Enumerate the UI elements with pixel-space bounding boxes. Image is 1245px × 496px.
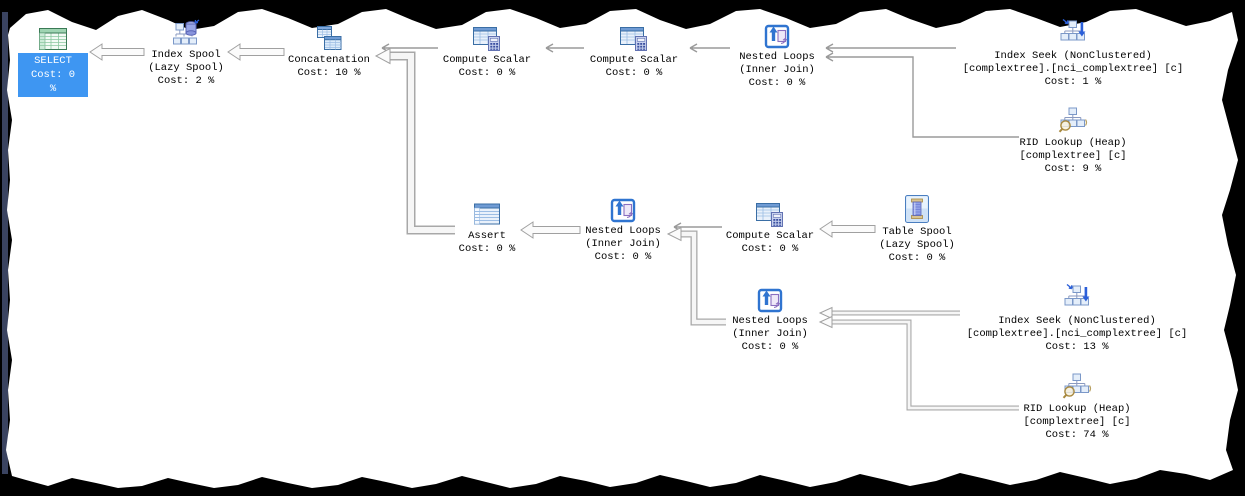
plan-node-index-spool[interactable]: Index Spool (Lazy Spool) Cost: 2 % <box>136 19 236 88</box>
node-cost-line: Cost: 9 % <box>1044 163 1102 175</box>
node-label-line: Index Seek (NonClustered) <box>998 315 1156 327</box>
edge-nested-loops1-to-compute-scalar2[interactable] <box>689 43 730 53</box>
plan-node-compute-scalar-3[interactable]: Compute Scalar Cost: 0 % <box>715 202 825 256</box>
plan-node-concatenation[interactable]: Concatenation Cost: 10 % <box>274 24 384 80</box>
assert-table-icon <box>474 203 500 225</box>
rid-lookup-icon <box>1058 107 1088 133</box>
nested-loops-icon <box>764 24 790 49</box>
node-label-line: Table Spool <box>882 226 952 238</box>
edge-nested-loops2-to-assert[interactable] <box>520 221 581 239</box>
plan-node-rid-lookup-2[interactable]: RID Lookup (Heap) [complextree] [c] Cost… <box>957 371 1197 442</box>
edge-index-seek2-to-nested-loops3[interactable] <box>818 306 960 320</box>
edge-rid-lookup1-to-nested-loops1[interactable] <box>825 52 1019 138</box>
node-label-line: Concatenation <box>288 54 370 66</box>
result-grid-icon <box>39 28 67 50</box>
node-label-line: Nested Loops <box>732 315 808 327</box>
compute-scalar-icon <box>620 27 647 51</box>
node-label-line: SELECT <box>34 55 72 67</box>
node-label-line: RID Lookup (Heap) <box>1019 137 1127 149</box>
node-cost-line: Cost: 13 % <box>1045 341 1109 353</box>
node-cost-line: Cost: 0 % <box>30 69 76 95</box>
index-seek-icon <box>1060 18 1086 41</box>
node-cost-line: Cost: 0 % <box>741 341 799 353</box>
node-object-line: [complextree] [c] <box>1023 416 1131 428</box>
node-cost-line: Cost: 0 % <box>748 77 806 89</box>
node-cost-line: Cost: 0 % <box>741 243 799 255</box>
plan-node-nested-loops-3[interactable]: Nested Loops (Inner Join) Cost: 0 % <box>720 285 820 354</box>
edge-index-spool-to-select[interactable] <box>89 43 145 61</box>
node-cost-line: Cost: 74 % <box>1045 429 1109 441</box>
concatenation-icon <box>317 26 342 50</box>
nested-loops-icon <box>757 288 783 313</box>
edge-assert-to-concatenation[interactable] <box>374 47 455 235</box>
node-label-line: Index Seek (NonClustered) <box>994 50 1152 62</box>
node-label-line: (Lazy Spool) <box>148 62 224 74</box>
node-object-line: [complextree].[nci_complextree] [c] <box>962 63 1184 75</box>
node-cost-line: Cost: 0 % <box>458 67 516 79</box>
node-label-line: (Inner Join) <box>739 64 815 76</box>
node-label-line: Assert <box>468 230 506 242</box>
node-label-line: Nested Loops <box>739 51 815 63</box>
node-label-line: Compute Scalar <box>589 54 679 66</box>
plan-node-compute-scalar-2[interactable]: Compute Scalar Cost: 0 % <box>579 26 689 80</box>
node-cost-line: Cost: 10 % <box>297 67 361 79</box>
plan-node-table-spool[interactable]: Table Spool (Lazy Spool) Cost: 0 % <box>862 194 972 265</box>
node-object-line: [complextree] [c] <box>1019 150 1127 162</box>
index-spool-icon <box>173 19 200 45</box>
select-highlight-label: SELECT Cost: 0 % <box>18 53 88 97</box>
node-label-line: Compute Scalar <box>442 54 532 66</box>
node-cost-line: Cost: 0 % <box>458 243 516 255</box>
torn-edge-shading <box>2 12 8 474</box>
edge-rid-lookup2-to-nested-loops3[interactable] <box>818 315 1019 411</box>
rid-lookup-icon <box>1062 373 1092 399</box>
compute-scalar-icon <box>473 27 500 51</box>
edge-index-seek1-to-nested-loops1[interactable] <box>825 43 956 53</box>
plan-node-index-seek-1[interactable]: Index Seek (NonClustered) [complextree].… <box>953 18 1193 89</box>
index-seek-icon <box>1064 283 1090 306</box>
node-label-line: Nested Loops <box>585 225 661 237</box>
edge-nested-loops3-to-nested-loops2[interactable] <box>666 226 726 326</box>
node-cost-line: Cost: 0 % <box>888 252 946 264</box>
plan-node-assert[interactable]: Assert Cost: 0 % <box>432 202 542 256</box>
node-label-line: (Lazy Spool) <box>879 239 955 251</box>
node-label-line: Index Spool <box>151 49 221 61</box>
plan-node-nested-loops-1[interactable]: Nested Loops (Inner Join) Cost: 0 % <box>727 21 827 90</box>
nested-loops-icon <box>610 198 636 223</box>
compute-scalar-icon <box>756 203 783 227</box>
node-label-line: RID Lookup (Heap) <box>1023 403 1131 415</box>
node-cost-line: Cost: 0 % <box>605 67 663 79</box>
plan-node-index-seek-2[interactable]: Index Seek (NonClustered) [complextree].… <box>957 283 1197 354</box>
table-spool-icon <box>905 195 929 223</box>
edge-table-spool-to-compute-scalar3[interactable] <box>819 220 876 238</box>
edge-compute-scalar2-to-compute-scalar1[interactable] <box>545 43 584 53</box>
node-object-line: [complextree].[nci_complextree] [c] <box>966 328 1188 340</box>
node-cost-line: Cost: 0 % <box>594 251 652 263</box>
node-label-line: (Inner Join) <box>732 328 808 340</box>
plan-node-select[interactable]: SELECT Cost: 0 % <box>18 27 88 97</box>
plan-node-compute-scalar-1[interactable]: Compute Scalar Cost: 0 % <box>432 26 542 80</box>
edge-concatenation-to-index-spool[interactable] <box>227 43 285 61</box>
plan-node-rid-lookup-1[interactable]: RID Lookup (Heap) [complextree] [c] Cost… <box>953 105 1193 176</box>
node-cost-line: Cost: 1 % <box>1044 76 1102 88</box>
node-label-line: (Inner Join) <box>585 238 661 250</box>
node-cost-line: Cost: 2 % <box>157 75 215 87</box>
node-label-line: Compute Scalar <box>725 230 815 242</box>
plan-node-nested-loops-2[interactable]: Nested Loops (Inner Join) Cost: 0 % <box>573 195 673 264</box>
